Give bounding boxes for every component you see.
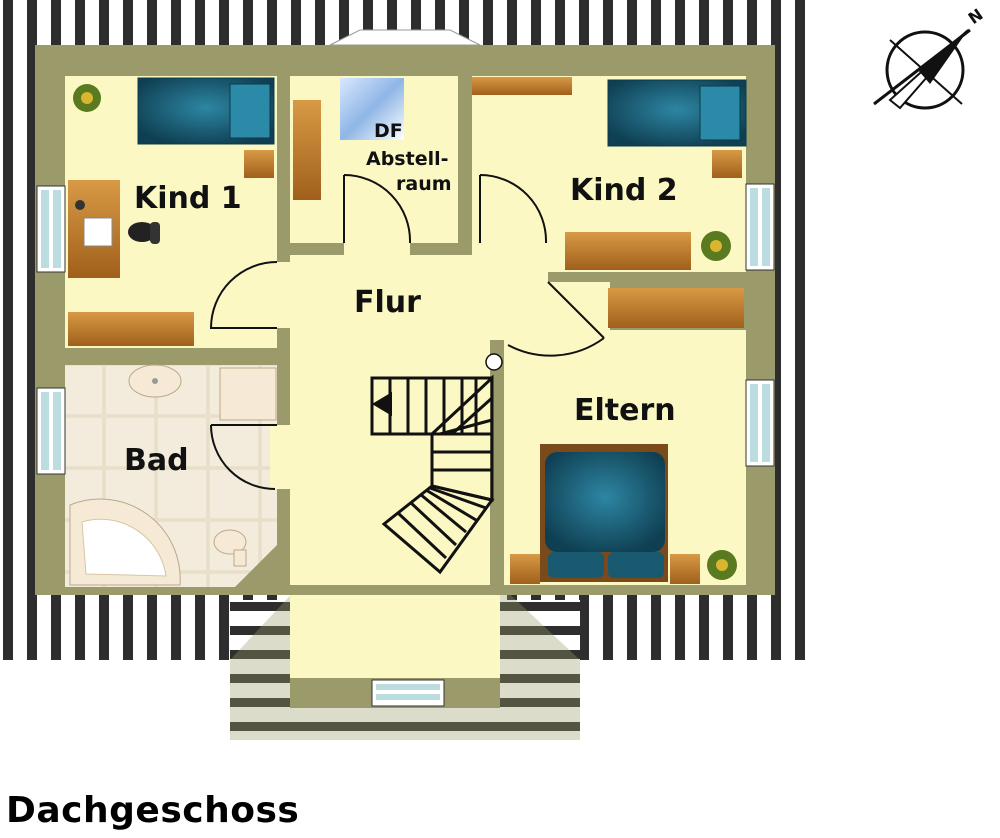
compass — [873, 28, 971, 110]
sink-bad — [128, 364, 182, 398]
window-kind1 — [36, 185, 66, 273]
room-label-df: DF — [374, 120, 403, 142]
roof-right — [770, 0, 810, 660]
desk-kind1 — [68, 180, 120, 278]
toilet-bad — [213, 529, 247, 567]
window-kind2 — [745, 183, 775, 271]
door-bad — [210, 424, 298, 490]
window-bad — [36, 387, 66, 475]
plant-eltern — [707, 550, 737, 580]
door-eltern — [507, 281, 610, 357]
bed-eltern — [510, 444, 700, 584]
door-abstell — [343, 174, 412, 258]
skylight-df — [340, 78, 404, 140]
room-label-abstell-1: Abstell- — [366, 148, 449, 170]
shower-bad — [219, 367, 277, 421]
desk-kind2 — [565, 232, 691, 270]
stair-arrow — [372, 392, 392, 416]
room-label-kind1: Kind 1 — [134, 181, 242, 216]
bed-kind1 — [137, 77, 275, 178]
window-top — [329, 29, 481, 46]
shelf-abstell — [293, 100, 321, 200]
dormer-window — [371, 679, 445, 707]
svg-text:N: N — [965, 5, 987, 28]
roof-left — [0, 0, 40, 660]
window-eltern — [745, 379, 775, 467]
plant-kind1 — [73, 84, 101, 112]
room-label-bad: Bad — [124, 443, 189, 478]
chimney — [485, 353, 503, 371]
door-kind2 — [479, 174, 548, 260]
room-label-eltern: Eltern — [574, 393, 676, 428]
bathtub-bad — [69, 498, 181, 586]
compass-label-n: N — [965, 5, 987, 28]
shelf-kind2-top — [472, 77, 572, 95]
plant-kind2 — [701, 231, 731, 261]
room-label-flur: Flur — [354, 285, 421, 320]
room-label-kind2: Kind 2 — [570, 173, 678, 208]
wardrobe-eltern — [608, 288, 744, 328]
room-label-abstell-2: raum — [396, 173, 452, 195]
shelf-kind1 — [68, 312, 194, 346]
floor-title: Dachgeschoss — [6, 790, 300, 831]
chair-kind1 — [128, 222, 160, 244]
dormer — [230, 585, 580, 740]
door-kind1 — [209, 261, 298, 329]
bed-kind2 — [607, 79, 747, 178]
